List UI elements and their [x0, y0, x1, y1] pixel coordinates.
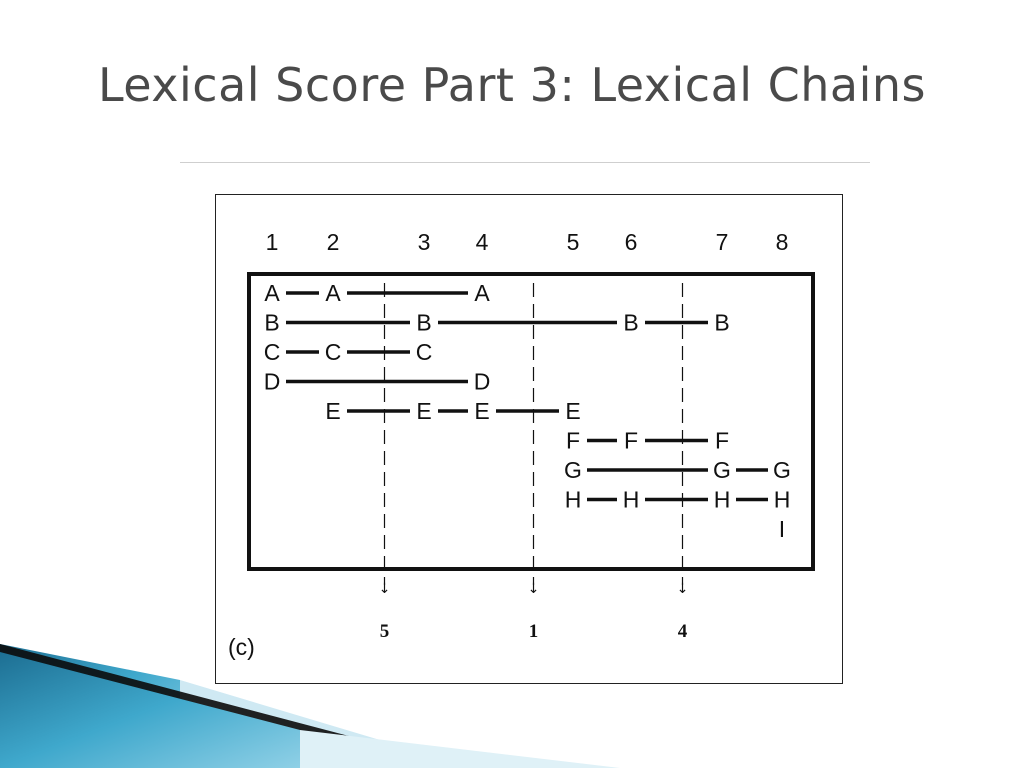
sentence-number: 8: [776, 229, 789, 255]
chain-term: B: [623, 310, 638, 336]
chain-term: D: [264, 369, 281, 395]
figure-caption: (c): [228, 634, 255, 660]
sentence-number: 4: [476, 229, 489, 255]
chain-term: A: [264, 280, 280, 306]
chain-term: F: [715, 428, 729, 454]
chain-term: E: [325, 398, 340, 424]
chains-box: [247, 272, 815, 571]
chain-term: F: [624, 428, 638, 454]
chain-term: B: [264, 310, 279, 336]
decorative-swoosh: [0, 644, 620, 768]
boundary-score: 4: [678, 621, 688, 642]
sentence-number: 7: [716, 229, 729, 255]
chain-term: H: [565, 487, 582, 513]
chain-term: C: [416, 339, 433, 365]
chain-term: D: [474, 369, 491, 395]
sentence-number: 3: [418, 229, 431, 255]
chain-term: E: [416, 398, 431, 424]
chain-term: I: [779, 516, 785, 542]
chain-term: E: [565, 398, 580, 424]
sentence-number: 6: [625, 229, 638, 255]
chain-term: G: [713, 457, 731, 483]
slide-title: Lexical Score Part 3: Lexical Chains: [97, 58, 927, 112]
title-divider: [180, 162, 870, 163]
chain-term: A: [325, 280, 341, 306]
sentence-number: 2: [327, 229, 340, 255]
chain-term: H: [774, 487, 791, 513]
chain-term: E: [474, 398, 489, 424]
boundary-arrow-icon: ↓: [379, 581, 391, 597]
chain-term: G: [773, 457, 791, 483]
chain-term: C: [325, 339, 342, 365]
chain-term: H: [714, 487, 731, 513]
boundary-arrow-icon: ↓: [528, 581, 540, 597]
chain-term: H: [623, 487, 640, 513]
chain-term: B: [416, 310, 431, 336]
boundary-arrow-icon: ↓: [677, 581, 689, 597]
sentence-number: 1: [266, 229, 279, 255]
chain-term: G: [564, 457, 582, 483]
chain-term: F: [566, 428, 580, 454]
boundary-score: 5: [380, 621, 390, 642]
chain-term: B: [714, 310, 729, 336]
boundary-score: 1: [529, 621, 539, 642]
chain-term: C: [264, 339, 281, 365]
sentence-number: 5: [567, 229, 580, 255]
chain-term: A: [474, 280, 490, 306]
